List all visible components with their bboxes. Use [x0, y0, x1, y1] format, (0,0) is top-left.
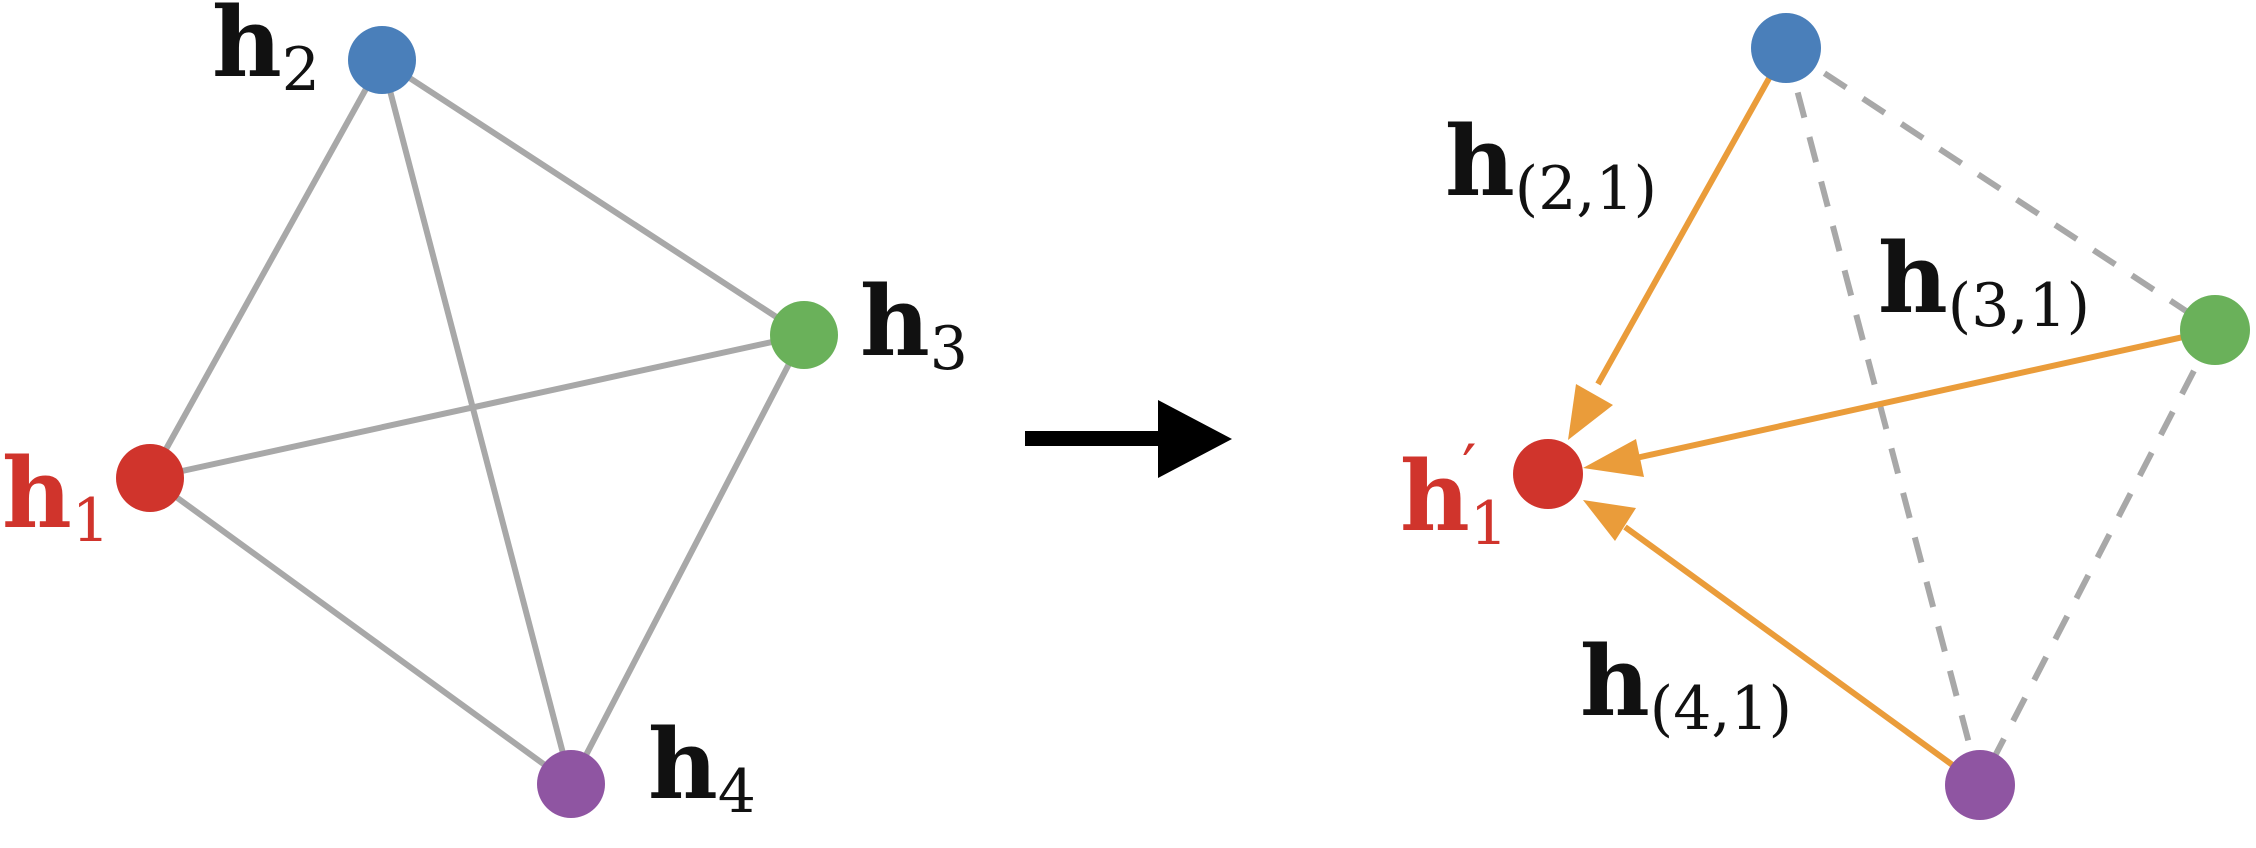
- label-h1: h1: [2, 437, 110, 556]
- edge-2-4: [379, 59, 574, 785]
- dashed-edge-2-4: [1783, 47, 1983, 786]
- transform-arrow-shaft: [1025, 431, 1165, 446]
- label-message-4-1: h(4,1): [1580, 625, 1792, 744]
- node-h4: [537, 750, 605, 818]
- label-message-3-1: h(3,1): [1878, 222, 2090, 341]
- message-edge-4-1: [1623, 524, 1982, 788]
- message-arrowhead-4-1: [1583, 500, 1636, 541]
- edge-2-3: [380, 57, 806, 338]
- node-h4-right: [1945, 750, 2015, 820]
- node-h1: [116, 444, 184, 512]
- left-graph: h1 h2 h3 h4: [2, 0, 968, 827]
- dashed-edge-3-4: [1977, 328, 2218, 787]
- transform-arrow: [1025, 400, 1232, 478]
- right-graph: h1 ′ h(2,1) h(3,1) h(4,1): [1400, 13, 2250, 820]
- edge-3-4: [568, 333, 807, 786]
- dashed-edge-2-3: [1784, 45, 2217, 333]
- message-edge-2-1: [1595, 46, 1789, 386]
- label-h1-prime-mark: ′: [1462, 432, 1477, 506]
- label-h1-prime: h1: [1400, 440, 1508, 559]
- label-h4: h4: [648, 708, 756, 827]
- node-h3: [770, 301, 838, 369]
- edge-1-4: [148, 475, 573, 787]
- transform-arrow-head: [1158, 400, 1232, 478]
- message-arrowhead-3-1: [1583, 439, 1644, 477]
- label-message-2-1: h(2,1): [1445, 105, 1657, 224]
- message-edge-3-1: [1635, 327, 2216, 461]
- node-h2-right: [1751, 13, 1821, 83]
- node-h2: [348, 26, 416, 94]
- edge-1-3: [149, 332, 805, 481]
- message-arrowhead-2-1: [1568, 384, 1613, 440]
- node-h1-prime: [1513, 439, 1583, 509]
- label-h3: h3: [860, 265, 968, 384]
- node-h3-right: [2180, 295, 2250, 365]
- label-h2: h2: [212, 0, 320, 105]
- edge-1-2: [147, 58, 385, 480]
